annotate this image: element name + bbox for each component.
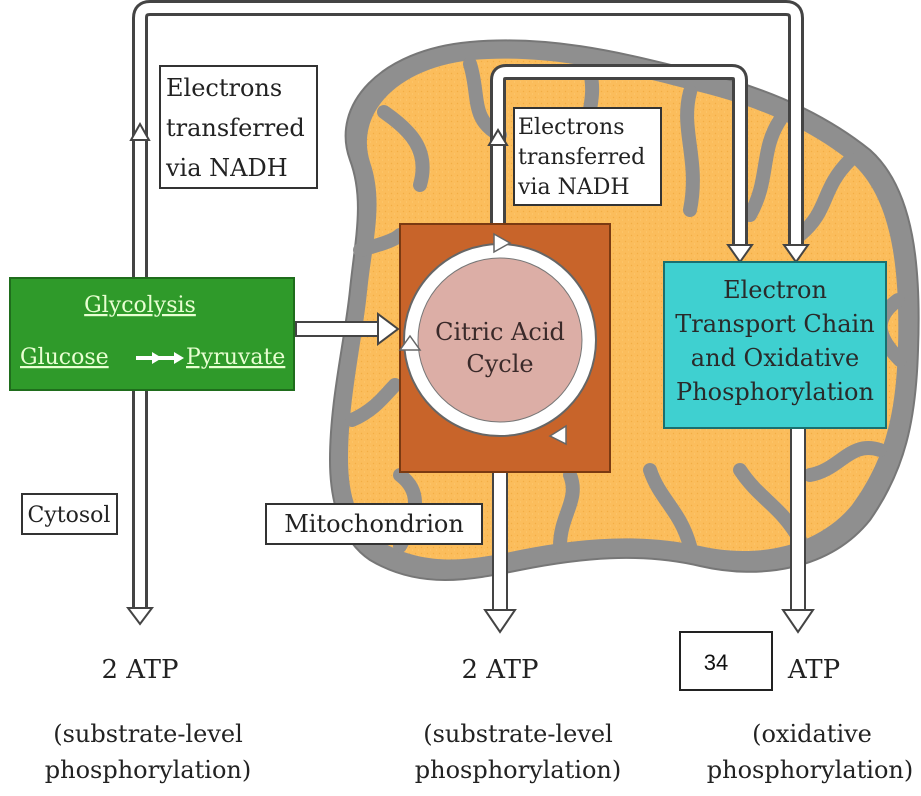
atp-left-label: 2 ATP <box>102 655 179 685</box>
pyruvate-to-citric-arrow <box>295 312 400 346</box>
cycle-arrow-top-icon <box>493 232 512 254</box>
cycle-arrow-left-icon <box>398 334 422 351</box>
cycle-arrow-bottom-icon <box>548 424 567 446</box>
mitochondrion-label-box <box>265 503 483 545</box>
glycolysis-box <box>9 277 295 391</box>
left-down-arrowhead <box>126 607 154 626</box>
etc-label-line4: Phosphorylation <box>676 378 874 406</box>
atp-left-note-line2: phosphorylation) <box>45 756 251 784</box>
atp-right-note-line1: (oxidative <box>752 720 872 748</box>
atp-mid-label: 2 ATP <box>462 655 539 685</box>
electrons-box-right <box>513 107 662 206</box>
atp-mid-note-line1: (substrate-level <box>423 720 613 748</box>
citric-label-line2: Cycle <box>466 350 533 378</box>
citric-label-line1: Citric Acid <box>435 318 565 346</box>
cytosol-label-box <box>21 493 118 535</box>
cytosol-label: Cytosol <box>28 503 111 528</box>
citric-cycle-core <box>417 257 583 423</box>
electrons-box-left <box>159 65 318 189</box>
etc-label-line1: Electron <box>723 276 827 304</box>
electrons-right-line1: Electrons <box>518 115 625 140</box>
atp-right-note-line2: phosphorylation) <box>707 756 913 784</box>
mitochondrion-label: Mitochondrion <box>284 510 464 538</box>
atp-mid-note-line2: phosphorylation) <box>415 756 621 784</box>
electrons-left-line3: via NADH <box>165 154 288 182</box>
etc-label-line2: Transport Chain <box>675 310 874 338</box>
etc-label-line3: and Oxidative <box>691 344 859 372</box>
glucose-to-pyruvate-arrow-icon <box>136 352 184 364</box>
glycolysis-pyruvate: Pyruvate <box>186 345 285 370</box>
citric-atp-arrow <box>483 471 517 634</box>
left-up-arrowhead <box>129 121 151 141</box>
glycolysis-glucose: Glucose <box>20 345 109 370</box>
electrons-right-line3: via NADH <box>517 175 630 200</box>
glycolysis-title: Glycolysis <box>84 293 196 318</box>
atp-left-note-line1: (substrate-level <box>53 720 243 748</box>
electrons-right-line2: transferred <box>518 145 645 170</box>
electrons-left-line2: transferred <box>166 114 305 142</box>
atp-right-count-box <box>679 631 773 691</box>
nadh-transfer-arrow-outer <box>132 0 810 610</box>
nadh-transfer-arrow-inner <box>487 64 754 264</box>
electrons-left-line1: Electrons <box>166 74 282 102</box>
etc-box <box>663 261 887 429</box>
atp-right-count: 34 <box>704 650 728 675</box>
atp-right-unit: ATP <box>787 655 840 685</box>
